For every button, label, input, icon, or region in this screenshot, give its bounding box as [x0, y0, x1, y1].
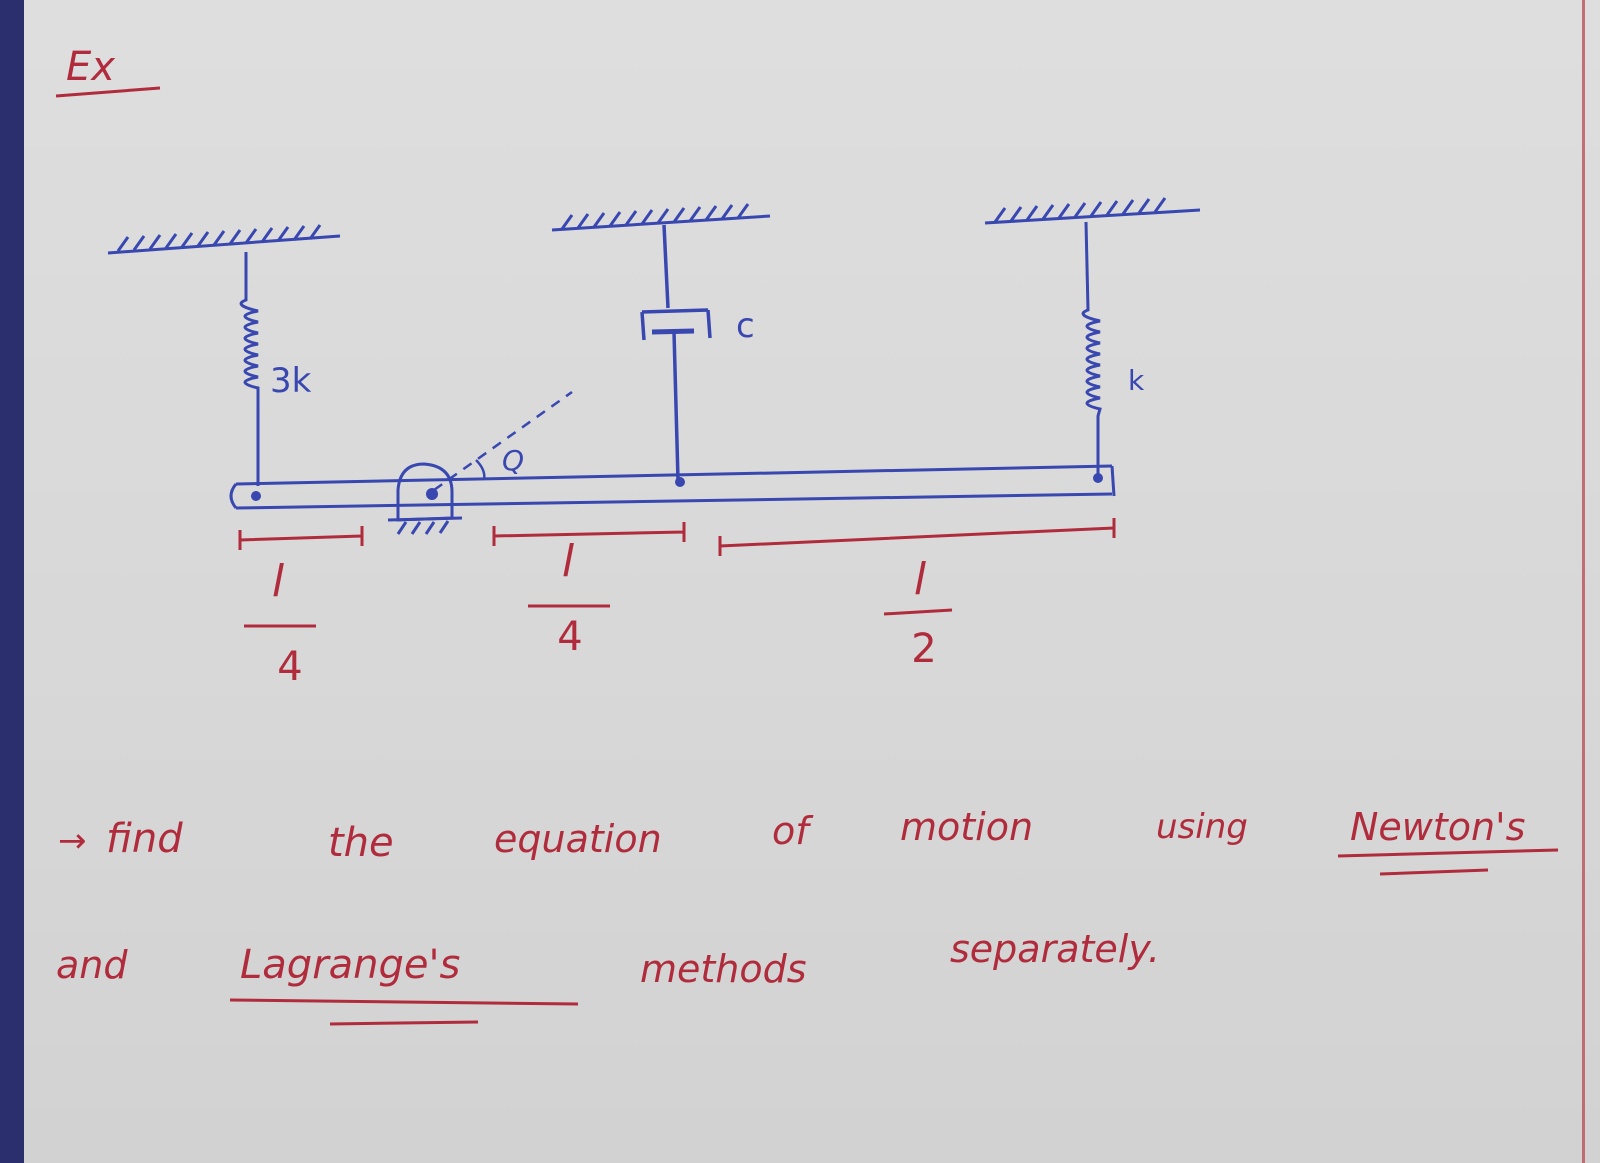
spring-left: [239, 252, 260, 486]
fraction-2: l 4: [528, 536, 610, 660]
word-separately: separately.: [950, 927, 1160, 971]
dimension-line-3: [718, 518, 1116, 556]
paper-margin-line: [1582, 0, 1585, 1163]
word-the: the: [328, 820, 394, 866]
ceiling-middle: [551, 203, 771, 232]
word-using: using: [1156, 807, 1248, 847]
word-lagranges: Lagrange's: [240, 942, 460, 988]
question-line-2: and Lagrange's methods separately.: [56, 927, 1160, 1026]
pivot-support: [387, 462, 463, 535]
fraction-2-denominator: 4: [557, 614, 582, 660]
fraction-1-denominator: 4: [277, 644, 302, 690]
fraction-1-numerator: l: [272, 556, 285, 607]
paper-sheet: [24, 0, 1600, 1163]
word-and: and: [56, 943, 128, 987]
question-arrow: →: [58, 821, 87, 861]
beam-pin-left: [251, 491, 261, 501]
ceiling-left: [107, 224, 341, 255]
angle-label: Q: [502, 444, 524, 477]
spring-right: [1081, 221, 1102, 474]
word-find: find: [106, 816, 183, 862]
lagranges-underline-2: [329, 1020, 479, 1026]
newtons-underline-1: [1337, 848, 1559, 858]
fraction-2-numerator: l: [562, 536, 575, 587]
beam-pin-right: [1093, 473, 1103, 483]
word-methods: methods: [640, 947, 807, 991]
word-equation: equation: [494, 817, 662, 861]
spring-left-label: 3k: [270, 361, 312, 401]
newtons-underline-2: [1379, 868, 1489, 876]
dimension-line-1: [238, 526, 364, 550]
fraction-3-denominator: 2: [911, 626, 936, 672]
heading-text: Ex: [66, 44, 115, 90]
heading-underline: [55, 86, 161, 98]
angle-arc: [475, 459, 486, 481]
dimension-line-2: [492, 522, 686, 546]
word-of: of: [772, 809, 814, 853]
damper-pin: [675, 477, 685, 487]
question-line-1: → find the equation of motion using Newt…: [58, 805, 1559, 876]
spring-right-label: k: [1128, 364, 1145, 397]
damper-label: c: [736, 306, 755, 346]
beam: [229, 464, 1116, 510]
ceiling-right: [984, 197, 1201, 225]
fraction-1: l 4: [244, 556, 316, 690]
fraction-3: l 2: [883, 554, 953, 672]
word-motion: motion: [900, 805, 1033, 849]
pivot-pin: [426, 488, 438, 500]
word-newtons: Newton's: [1350, 805, 1525, 849]
damper: [640, 224, 712, 481]
fraction-3-numerator: l: [914, 554, 927, 605]
lagranges-underline-1: [229, 998, 579, 1006]
